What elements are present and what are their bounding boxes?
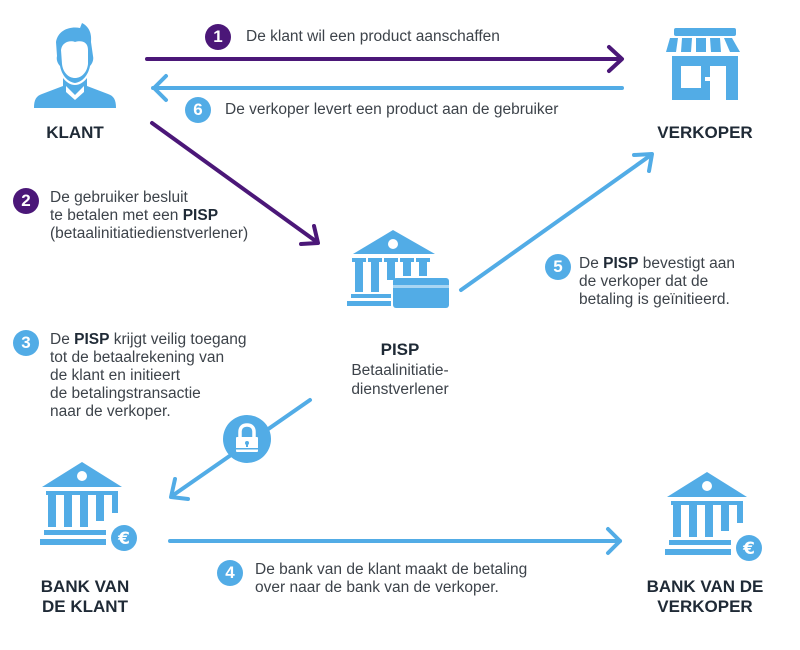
step-3-line3: de klant en initieert bbox=[50, 367, 181, 384]
step-2-line3: (betaalinitiatiedienstverlener) bbox=[50, 225, 249, 242]
step-3: 3 De PISP krijgt veilig toegang tot de b… bbox=[13, 328, 303, 428]
bank-card-icon bbox=[347, 230, 449, 308]
step-1-number: 1 bbox=[205, 24, 231, 50]
step-6-number: 6 bbox=[185, 97, 211, 123]
arrow-step-2 bbox=[150, 121, 320, 246]
step-5-number: 5 bbox=[545, 254, 571, 280]
euro-icon: € bbox=[742, 539, 755, 559]
step-1-text: De klant wil een product aanschaffen bbox=[246, 28, 500, 45]
step-4-number: 4 bbox=[217, 560, 243, 586]
verkoper-label: VERKOPER bbox=[657, 123, 753, 142]
arrow-step-5 bbox=[459, 152, 654, 292]
bank-klant-label-line2: DE KLANT bbox=[42, 597, 128, 616]
pisp-title: PISP bbox=[380, 340, 420, 359]
bank-euro-icon: € bbox=[665, 472, 763, 564]
step-2-line1: De gebruiker besluit bbox=[50, 189, 188, 206]
pisp-subtitle-line2: dienstverlener bbox=[351, 381, 449, 398]
verkoper-actor: VERKOPER bbox=[640, 20, 770, 150]
step-3-line1-pre: De bbox=[50, 331, 75, 348]
step-5: 5 De PISP bevestigt aan de verkoper dat … bbox=[545, 252, 795, 312]
arrow-step-6 bbox=[151, 74, 624, 102]
pisp-subtitle-line1: Betaalinitiatie- bbox=[351, 362, 449, 379]
step-6: 6 De verkoper levert een product aan de … bbox=[185, 97, 635, 125]
step-2-line2-text: te betalen met een bbox=[50, 207, 183, 224]
step-6-text: De verkoper levert een product aan de ge… bbox=[225, 101, 559, 118]
step-3-line4: de betalingstransactie bbox=[50, 385, 201, 402]
step-3-line2: tot de betaalrekening van bbox=[50, 349, 225, 366]
step-1: 1 De klant wil een product aanschaffen bbox=[205, 24, 605, 52]
step-5-line3: betaling is geïnitieerd. bbox=[579, 291, 730, 308]
bank-klant-label-line1: BANK VAN bbox=[40, 577, 130, 596]
lock-icon bbox=[236, 423, 258, 452]
user-icon bbox=[34, 23, 116, 108]
step-5-pisp-bold: PISP bbox=[603, 255, 639, 272]
step-5-line2: de verkoper dat de bbox=[579, 273, 709, 290]
pisp-actor: PISP Betaalinitiatie- dienstverlener bbox=[320, 220, 480, 405]
step-3-line1: De PISP krijgt veilig toegang bbox=[50, 331, 246, 349]
step-5-line1: De PISP bevestigt aan bbox=[579, 255, 735, 273]
step-4-line1: De bank van de klant maakt de betaling bbox=[255, 561, 528, 578]
step-5-line1-pre: De bbox=[579, 255, 604, 272]
step-4: 4 De bank van de klant maakt de betaling… bbox=[217, 558, 617, 602]
lock-badge bbox=[223, 415, 271, 463]
arrow-step-1 bbox=[145, 45, 624, 73]
bank-verkoper-label-line2: VERKOPER bbox=[657, 597, 753, 616]
bank-klant-actor: € BANK VAN DE KLANT bbox=[20, 460, 150, 620]
klant-actor: KLANT bbox=[30, 20, 120, 150]
step-2-pisp-bold: PISP bbox=[182, 207, 219, 224]
bank-euro-icon: € bbox=[40, 462, 138, 554]
bank-verkoper-actor: € BANK VAN DE VERKOPER bbox=[630, 470, 780, 630]
bank-verkoper-label-line1: BANK VAN DE bbox=[646, 577, 764, 596]
step-3-line1-post: krijgt veilig toegang bbox=[109, 331, 247, 348]
step-3-line5: naar de verkoper. bbox=[50, 403, 171, 420]
euro-icon: € bbox=[117, 529, 130, 549]
step-2-line2: te betalen met een PISP bbox=[50, 207, 248, 225]
klant-label: KLANT bbox=[46, 123, 104, 142]
step-3-pisp-bold: PISP bbox=[74, 331, 110, 348]
step-5-line1-post: bevestigt aan bbox=[638, 255, 735, 272]
shop-icon bbox=[666, 28, 740, 100]
step-3-number: 3 bbox=[13, 330, 39, 356]
step-4-line2: over naar de bank van de verkoper. bbox=[255, 579, 499, 596]
step-2: 2 De gebruiker besluit te betalen met ee… bbox=[13, 186, 313, 246]
arrow-step-4 bbox=[168, 527, 622, 555]
step-2-number: 2 bbox=[13, 188, 39, 214]
